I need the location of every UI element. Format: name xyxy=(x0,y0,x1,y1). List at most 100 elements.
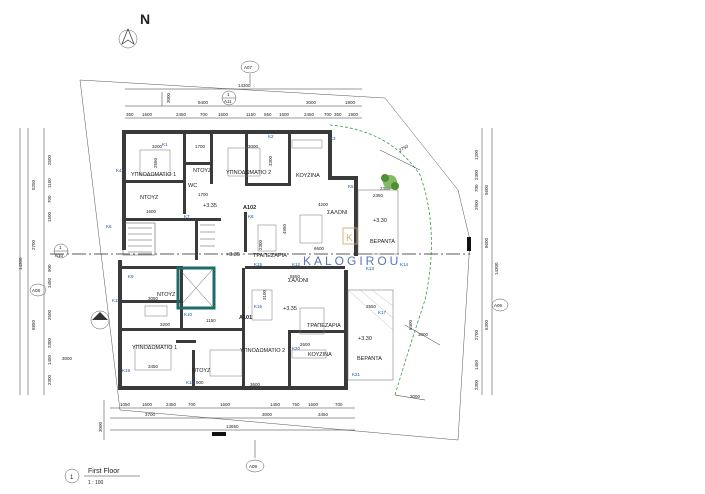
svg-text:2750: 2750 xyxy=(398,143,410,153)
svg-text:8600: 8600 xyxy=(484,237,489,248)
room-veranda-lower: ΒΕΡΑΝΤΑ xyxy=(357,356,382,362)
veranda-upper xyxy=(357,189,399,255)
drawing-number: 1 xyxy=(70,475,74,481)
svg-text:1200: 1200 xyxy=(474,149,479,160)
veranda-lower xyxy=(347,289,394,381)
svg-text:3450: 3450 xyxy=(318,412,329,417)
window-tag-k8: K8 xyxy=(248,214,254,219)
interior-dimensions: 3200 1700 3000 2650 1600 1700 4200 3300 … xyxy=(146,144,413,387)
room-living-lower: ΣΑΛΟΝΙ xyxy=(288,278,309,284)
room-living-upper: ΣΑΛΟΝΙ xyxy=(327,210,348,216)
svg-text:550: 550 xyxy=(264,112,272,117)
svg-text:1600: 1600 xyxy=(308,402,319,407)
window-tag-k12: K12 xyxy=(292,262,301,267)
svg-text:350: 350 xyxy=(334,112,342,117)
watermark-text: KALOGIROU xyxy=(303,254,401,268)
window-tag-k6: K6 xyxy=(106,224,112,229)
svg-text:3450: 3450 xyxy=(148,364,159,369)
diagonal-dims: 2750 2350 3000 3000 xyxy=(379,143,441,401)
svg-text:2700: 2700 xyxy=(31,239,36,250)
svg-text:2900: 2900 xyxy=(474,199,479,210)
drawing-scale: 1 : 100 xyxy=(88,480,104,486)
dim-top-right: 1900 xyxy=(345,100,356,105)
svg-text:700: 700 xyxy=(324,112,332,117)
svg-text:2300: 2300 xyxy=(47,374,52,385)
section-a07-label: A07 xyxy=(244,65,253,70)
svg-text:1600: 1600 xyxy=(146,209,157,214)
window-tag-k7: K7 xyxy=(184,214,190,219)
room-labels: ΥΠΝΟΔΩΜΑΤΙΟ 1 ΥΠΝΟΔΩΜΑΤΙΟ 2 ΝΤΟΥΖ ΝΤΟΥΖ … xyxy=(131,168,395,374)
room-dining-upper: ΤΡΑΠΕΖΑΡΙΑ xyxy=(253,253,287,259)
svg-text:3200: 3200 xyxy=(160,322,171,327)
window-tag-k10: K10 xyxy=(184,312,193,317)
level-stair-335: +3.35 xyxy=(226,252,240,258)
dim-top-overall: 14300 xyxy=(238,83,251,88)
svg-text:2450: 2450 xyxy=(166,402,177,407)
svg-text:5550: 5550 xyxy=(290,274,301,279)
room-bedroom2-lower: ΥΠΝΟΔΩΜΑΤΙΟ 2 xyxy=(240,348,285,354)
level-upper-335: +3.35 xyxy=(203,203,217,209)
left-dimensions: 5250 2700 6850 14300 2500 1150 700 1500 … xyxy=(18,128,52,395)
svg-text:6400: 6400 xyxy=(408,319,413,330)
svg-text:6600: 6600 xyxy=(314,246,325,251)
svg-text:700: 700 xyxy=(47,195,52,203)
window-tag-k5: K5 xyxy=(348,184,354,189)
svg-text:3000: 3000 xyxy=(248,144,259,149)
bottom-dimensions: 1050 1600 2450 700 1600 1450 750 1600 70… xyxy=(98,400,355,440)
section-marker-a07: A07 1 A11 xyxy=(221,60,260,106)
svg-text:2300: 2300 xyxy=(47,337,52,348)
north-arrow: N xyxy=(118,11,150,49)
svg-text:1600: 1600 xyxy=(218,112,229,117)
svg-text:1150: 1150 xyxy=(47,178,52,188)
window-tag-k15: K15 xyxy=(254,262,263,267)
stairs xyxy=(128,224,215,253)
window-tag-k1: K1 xyxy=(162,142,168,147)
svg-text:1600: 1600 xyxy=(279,112,290,117)
north-arrow-circle xyxy=(118,29,138,49)
window-tag-k19: K19 xyxy=(122,368,131,373)
svg-text:700: 700 xyxy=(188,402,196,407)
svg-text:3600: 3600 xyxy=(250,382,261,387)
svg-text:2600: 2600 xyxy=(300,342,311,347)
dim-3000-top: 3000 xyxy=(166,92,171,103)
top-dimensions: 14300 9400 3000 1900 350 1600 2450 700 1… xyxy=(125,83,362,119)
svg-text:2500: 2500 xyxy=(47,309,52,320)
lift-shaft xyxy=(176,266,216,310)
svg-text:2550: 2550 xyxy=(366,304,377,309)
svg-text:700: 700 xyxy=(200,112,208,117)
svg-text:1900: 1900 xyxy=(348,112,359,117)
window-tag-k14: K14 xyxy=(400,262,409,267)
svg-text:3100: 3100 xyxy=(262,289,267,300)
svg-text:13650: 13650 xyxy=(226,424,239,429)
svg-text:1: 1 xyxy=(59,245,62,250)
watermark: K KALOGIROU xyxy=(303,227,401,268)
drawing-title: First Floor xyxy=(88,468,120,475)
window-tag-k13: K13 xyxy=(366,266,375,271)
stair-up-marker xyxy=(90,310,110,330)
svg-text:2300: 2300 xyxy=(258,239,263,250)
building-walls xyxy=(118,130,358,390)
section-marker-a10: 1 A10 xyxy=(50,237,471,259)
svg-text:A10: A10 xyxy=(55,253,64,258)
svg-text:1600: 1600 xyxy=(142,112,153,117)
watermark-logo-icon: K xyxy=(346,233,353,244)
svg-text:3000: 3000 xyxy=(410,394,421,399)
drawing-title-block: 1 First Floor 1 : 100 xyxy=(64,468,140,486)
dim-top-row: 350 1600 2450 700 1600 1150 550 1600 245… xyxy=(126,112,359,117)
svg-text:1500: 1500 xyxy=(47,211,52,222)
svg-text:2700: 2700 xyxy=(474,329,479,340)
window-tag-k21: K21 xyxy=(352,372,361,377)
svg-text:14300: 14300 xyxy=(494,262,499,275)
svg-text:1150: 1150 xyxy=(246,112,256,117)
window-tags: K1 K2 K3 K4 K5 K6 K7 K8 K9 K10 K11 K12 K… xyxy=(106,134,409,385)
room-bedroom1-upper: ΥΠΝΟΔΩΜΑΤΙΟ 1 xyxy=(131,172,176,178)
svg-text:700: 700 xyxy=(335,402,343,407)
level-lower-330: +3.30 xyxy=(358,336,372,342)
svg-text:A06: A06 xyxy=(494,303,503,308)
svg-text:3000: 3000 xyxy=(98,421,103,432)
north-arrow-icon xyxy=(121,28,135,45)
room-dining-lower: ΤΡΑΠΕΖΑΡΙΑ xyxy=(307,323,341,329)
svg-text:3000: 3000 xyxy=(62,356,73,361)
svg-text:5600: 5600 xyxy=(484,184,489,195)
svg-text:2300: 2300 xyxy=(474,379,479,390)
